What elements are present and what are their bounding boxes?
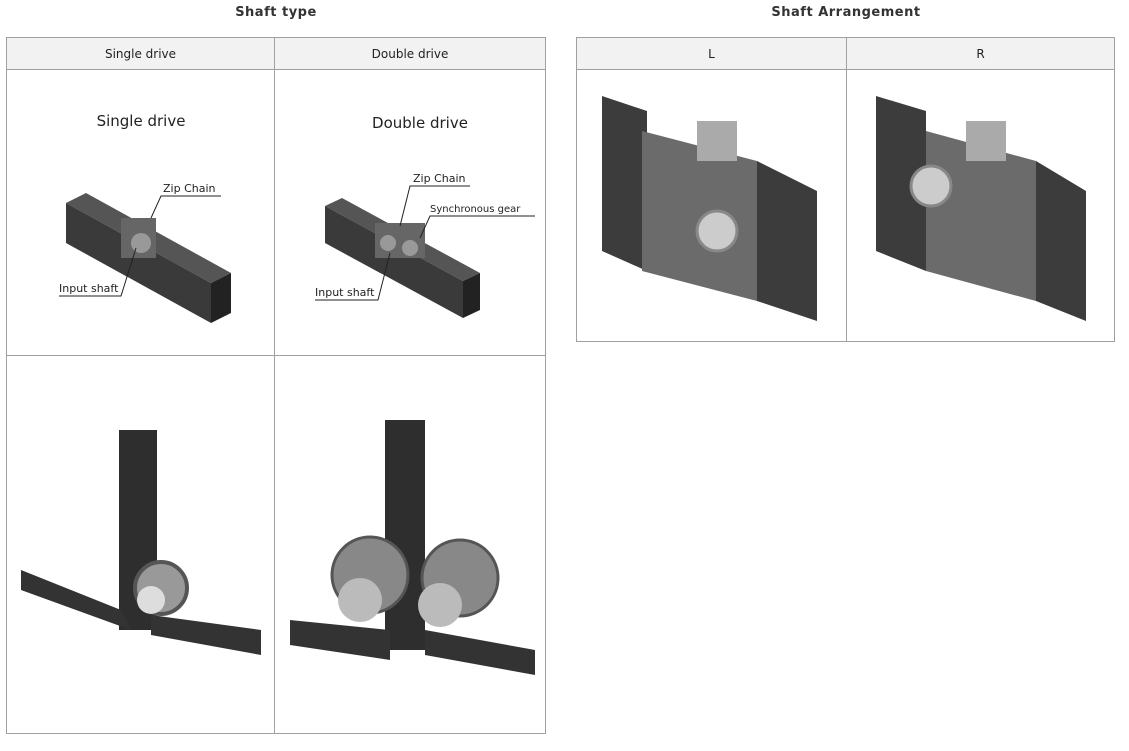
input-shaft-label: Input shaft [315, 286, 375, 299]
double-heading: Double drive [372, 114, 468, 132]
single-drive-render [6, 355, 275, 734]
gearbox [641, 130, 757, 301]
actuator-body [65, 202, 211, 323]
shaft-type-title: Shaft type [235, 5, 317, 20]
col-r: R [846, 37, 1115, 70]
double-drive-render [274, 355, 546, 734]
single-drive-diagram: Single drive Zip Chain Input shaft [6, 69, 275, 356]
arrangement-l-image [576, 69, 847, 342]
single-heading: Single drive [96, 112, 185, 130]
gearbox [925, 130, 1036, 301]
col-l: L [576, 37, 847, 70]
zip-chain-label: Zip Chain [163, 182, 216, 195]
zip-chain-label: Zip Chain [413, 172, 466, 185]
arrangement-r-image [846, 69, 1115, 342]
col-single-drive: Single drive [6, 37, 275, 70]
double-drive-diagram: Double drive Zip Chain Synchronous gear … [274, 69, 546, 356]
input-shaft-label: Input shaft [59, 282, 119, 295]
input-shaft [909, 164, 952, 207]
col-double-drive: Double drive [274, 37, 546, 70]
input-shaft [695, 209, 738, 252]
shaft-arrangement-title: Shaft Arrangement [771, 5, 921, 20]
zip-chain-vertical [385, 419, 425, 650]
synchronous-gear-label: Synchronous gear [430, 204, 521, 215]
actuator-body [325, 205, 463, 318]
